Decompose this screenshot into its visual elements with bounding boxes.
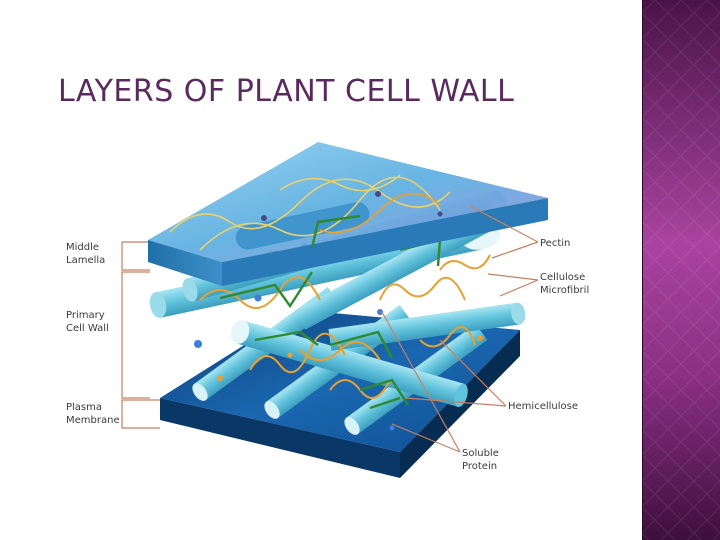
label-hemicellulose: Hemicellulose (508, 401, 578, 412)
label-cellulose-line2: Microfibril (540, 285, 589, 296)
label-middle-lamella-line2: Lamella (66, 255, 105, 266)
left-brackets (121, 241, 160, 429)
hemicellulose-strands (219, 238, 442, 410)
right-callout-lines (381, 205, 539, 453)
label-plasma-line2: Membrane (66, 415, 120, 426)
label-middle-lamella: Middle Lamella (66, 242, 105, 266)
decorative-side-panel (642, 0, 720, 540)
label-soluble-line2: Protein (462, 461, 497, 472)
slide-title: LAYERS OF PLANT CELL WALL (58, 74, 515, 109)
label-primary-line1: Primary (66, 310, 105, 321)
label-cellulose-microfibril: Cellulose Microfibril (540, 272, 589, 296)
label-cellulose-line1: Cellulose (540, 272, 585, 283)
label-middle-lamella-line1: Middle (66, 242, 99, 253)
label-primary-line2: Cell Wall (66, 323, 109, 334)
label-soluble-line1: Soluble (462, 448, 499, 459)
label-soluble-protein: Soluble Protein (462, 448, 499, 472)
middle-lamella-layer (148, 142, 548, 286)
label-plasma-line1: Plasma (66, 402, 102, 413)
label-primary-cell-wall: Primary Cell Wall (66, 310, 109, 334)
label-pectin: Pectin (540, 238, 570, 249)
cell-wall-diagram: Middle Lamella Primary Cell Wall Plasma … (66, 142, 589, 478)
label-plasma-membrane: Plasma Membrane (66, 402, 120, 426)
